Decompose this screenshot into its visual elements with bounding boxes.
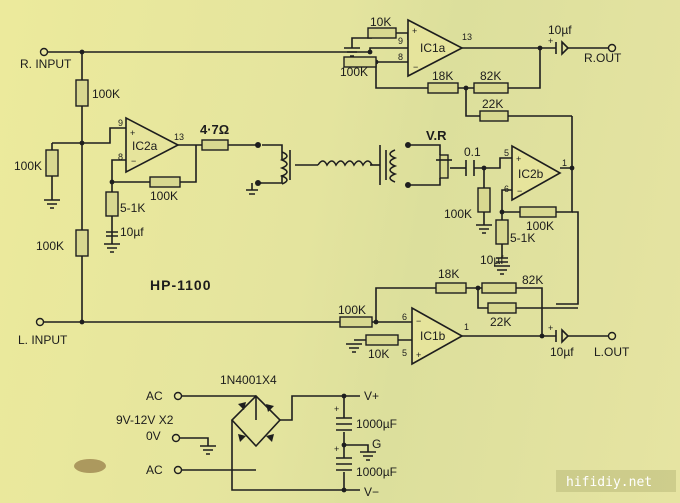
- ic1b-100k-label: 100K: [338, 303, 366, 317]
- ic1a-label: IC1a: [420, 41, 446, 55]
- opamp-ic1b: − + IC1b 6 5 1: [402, 306, 469, 366]
- ground-symbols: [44, 47, 510, 461]
- svg-text:+: +: [334, 404, 339, 414]
- ic1a-pin8: 8: [398, 52, 403, 62]
- coils: [279, 149, 452, 185]
- r-divider-resistor-label: 100K: [14, 159, 42, 173]
- ic1a-18k-label: 18K: [432, 69, 453, 83]
- r-input-resistor-label: 100K: [92, 87, 120, 101]
- ic1a-100k-label: 100K: [340, 65, 368, 79]
- l-out-label: L.OUT: [594, 345, 630, 359]
- opamp-ic1a: + − IC1a 9 8 13: [398, 18, 472, 78]
- svg-text:+: +: [548, 36, 553, 46]
- ic1a-82k-label: 82K: [480, 69, 501, 83]
- ic2b-feedback-label: 100K: [526, 219, 554, 233]
- r-out-cap-label: 10µf: [548, 23, 572, 37]
- ic2b-pin6: 6: [504, 184, 509, 194]
- svg-text:+: +: [130, 128, 135, 138]
- ic2a-pin13: 13: [174, 132, 184, 142]
- ic1b-18k-label: 18K: [438, 267, 459, 281]
- opamp-ic2b: + − IC2b 5 6 1: [504, 144, 567, 202]
- ic2b-ground-resistor-label: 100K: [444, 207, 472, 221]
- ic1b-pin1: 1: [464, 322, 469, 332]
- ic1a-10k-label: 10K: [370, 15, 391, 29]
- r-out-label: R.OUT: [584, 51, 622, 65]
- ic2a-feedback-label: 100K: [150, 189, 178, 203]
- ic2a-series-label: 5-1K: [120, 201, 145, 215]
- ic2a-pin8: 8: [118, 152, 123, 162]
- svg-text:+: +: [416, 350, 421, 360]
- ac-top-label: AC: [146, 389, 163, 403]
- l-input-label: L. INPUT: [18, 333, 68, 347]
- ac-bottom-label: AC: [146, 463, 163, 477]
- svg-text:−: −: [413, 62, 418, 72]
- ic1a-22k-label: 22K: [482, 97, 503, 111]
- cap-top-label: 1000µF: [356, 417, 397, 431]
- svg-text:−: −: [517, 186, 522, 196]
- zero-v-label: 0V: [146, 429, 161, 443]
- cap-01-label: 0.1: [464, 145, 481, 159]
- l-divider-resistor-label: 100K: [36, 239, 64, 253]
- svg-text:+: +: [412, 26, 417, 36]
- r-input-label: R. INPUT: [20, 57, 72, 71]
- bridge-label: 1N4001X4: [220, 373, 277, 387]
- transformer-label: 9V-12V X2: [116, 413, 174, 427]
- terminals: [35, 43, 617, 475]
- g-label: G: [372, 437, 381, 451]
- model-label: HP-1100: [150, 277, 211, 293]
- v-minus-label: V−: [364, 485, 379, 499]
- output-resistor-label: 4·7Ω: [200, 122, 229, 137]
- vr-label: V.R: [426, 128, 447, 143]
- ic2b-series-label: 5-1K: [510, 231, 535, 245]
- svg-text:+: +: [548, 323, 553, 333]
- component-labels: R. INPUT L. INPUT R.OUT L.OUT 100K 100K …: [14, 15, 630, 499]
- ic1b-pin5: 5: [402, 348, 407, 358]
- l-out-cap-label: 10µf: [550, 345, 574, 359]
- ic1b-label: IC1b: [420, 329, 446, 343]
- ic1b-10k-label: 10K: [368, 347, 389, 361]
- ic2a-pin9: 9: [118, 118, 123, 128]
- svg-text:−: −: [416, 316, 421, 326]
- svg-text:+: +: [334, 444, 339, 454]
- capacitors: + + + +: [106, 36, 570, 471]
- ic1a-pin13: 13: [462, 32, 472, 42]
- stain-mark: [74, 459, 106, 473]
- ic2a-label: IC2a: [132, 139, 158, 153]
- cap-bottom-label: 1000µF: [356, 465, 397, 479]
- ic1b-82k-label: 82K: [522, 273, 543, 287]
- bridge-diodes: [238, 402, 274, 442]
- v-plus-label: V+: [364, 389, 379, 403]
- opamp-ic2a: + − IC2a 9 8 13: [118, 116, 184, 174]
- watermark: hifidiy.net: [556, 470, 676, 492]
- ic1b-pin6: 6: [402, 312, 407, 322]
- ic1b-22k-label: 22K: [490, 315, 511, 329]
- ic2b-pin5: 5: [504, 148, 509, 158]
- ic2b-pin1: 1: [562, 158, 567, 168]
- svg-text:+: +: [516, 154, 521, 164]
- ic1a-pin9: 9: [398, 36, 403, 46]
- ic2b-cap-label: 10µf: [480, 253, 504, 267]
- svg-text:−: −: [131, 156, 136, 166]
- ic2a-cap-label: 10µf: [120, 225, 144, 239]
- watermark-text: hifidiy.net: [566, 475, 652, 490]
- resistors: [45, 27, 557, 346]
- ic2b-label: IC2b: [518, 167, 544, 181]
